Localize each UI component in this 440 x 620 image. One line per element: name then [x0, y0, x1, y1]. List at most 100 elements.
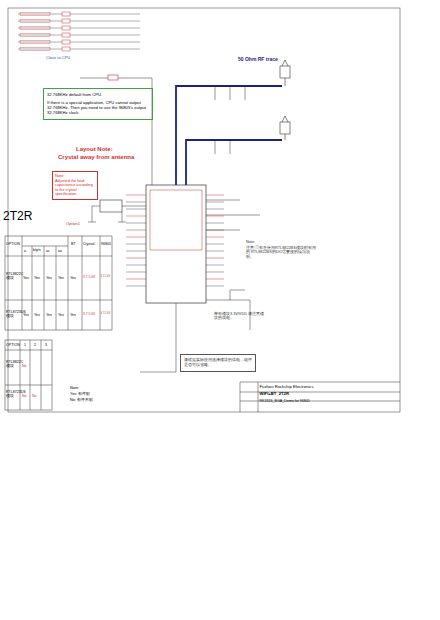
table-cell: b/g/n: [33, 249, 41, 253]
table-cell: BT: [71, 242, 76, 246]
ic-pin: [126, 230, 224, 231]
table-cell: 3.7.5.6V: [101, 313, 111, 316]
table-cell: Yes: [70, 313, 76, 317]
note-text: Close to CPU: [46, 56, 70, 61]
table-cell: Yes: [46, 276, 52, 280]
title-block: Fuzhou Rockchip ElectronicsWIFI+BT_2T2R R…: [259, 383, 399, 408]
resistor-symbol: [62, 47, 70, 51]
resistor-symbol: [62, 19, 70, 23]
antenna-symbol: [282, 60, 288, 86]
section-heading: 2T2R: [3, 210, 32, 224]
table-cell: RTL8723DS 模块: [6, 310, 21, 318]
note-text: Option1: [66, 222, 80, 227]
ic-pin: [126, 258, 224, 259]
note-box: 请根据实际应用选择模块的供电，组件是否可以省略。: [180, 354, 256, 372]
note-text: No: 有件不贴: [70, 398, 93, 402]
note-text: Crystal away from antenna: [58, 154, 134, 161]
net-label-box: [20, 13, 50, 16]
note-text: 带有模块3.3V/VDD 请注意模块的供电。: [214, 312, 264, 321]
ic-pin: [126, 237, 224, 238]
antenna-symbol: [280, 122, 290, 134]
note-text: 注意:只有在使用RTL8822BS模块时有用的 RTL8822BS的DIO需要接…: [246, 246, 318, 259]
note-heading: 32.768KHz default from CPU.: [47, 92, 149, 97]
ic-pin: [126, 223, 224, 224]
table-cell: Crystal: [83, 242, 94, 246]
net-wire: [18, 42, 140, 43]
matching-network: [215, 86, 245, 154]
note-text: Layout Note:: [76, 146, 113, 153]
table-cell: OPTION: [6, 343, 20, 347]
title-text: Fuzhou Rockchip Electronics: [260, 384, 399, 389]
table-cell: ac: [46, 249, 50, 253]
table-cell: Yes: [58, 276, 64, 280]
resistor-symbol: [62, 33, 70, 37]
table-cell: RTL8822C 模块: [6, 272, 21, 280]
table-cell: 3.7.5.6V: [101, 276, 111, 279]
crystal-wires: [88, 206, 146, 222]
table-cell: 2: [34, 343, 36, 347]
table-cell: 3: [45, 343, 47, 347]
note-box: Note:Adjusted the load capacitance accor…: [52, 171, 98, 200]
table-cell: 3.7.5.6V: [83, 276, 95, 280]
table-cell: 1: [24, 343, 26, 347]
ic-pin: [126, 209, 224, 210]
ic-pin: [126, 202, 224, 203]
table-cell: No: [22, 364, 27, 368]
resistor-symbol: [62, 40, 70, 44]
ic-pin: [126, 265, 224, 266]
title-text: RK3326_BGA_Demo for 96805: [260, 399, 399, 403]
net-wire: [18, 14, 140, 15]
ic-pin: [126, 272, 224, 273]
net-wire: [18, 35, 140, 36]
rf-trace: [186, 140, 282, 185]
note-body: 请根据实际应用选择模块的供电，组件是否可以省略。: [184, 358, 252, 368]
net-wire: [18, 28, 140, 29]
net-label-box: [20, 20, 50, 23]
table-cell: RTL8723DS 模块: [6, 390, 19, 398]
resistor-symbol: [108, 75, 118, 80]
table-cell: Yes: [46, 313, 52, 317]
title-block-grid: [240, 382, 400, 412]
ic-pin: [126, 279, 224, 280]
net-wire: [18, 21, 140, 22]
crystal-symbol: [100, 200, 122, 212]
note-text: Note:: [246, 240, 255, 244]
note-text: Note:: [70, 386, 79, 390]
table-cell: 3.7.5.6V: [83, 313, 95, 317]
option-table: [5, 340, 52, 410]
ic-pin: [126, 251, 224, 252]
note-text: 50 Ohm RF trace: [238, 57, 278, 63]
table-cell: OPTION: [6, 242, 21, 246]
ic-pin: [126, 244, 224, 245]
title-text: WIFI+BT_2T2R: [260, 391, 399, 396]
net-label-box: [20, 48, 50, 51]
table-cell: Yes: [34, 276, 40, 280]
note-text: Yes: 有件贴: [70, 392, 90, 396]
resistor-symbol: [62, 26, 70, 30]
table-cell: RTL8822C 模块: [6, 360, 19, 368]
note-box: 32.768KHz default from CPU. If there is a…: [43, 88, 153, 120]
ic-sub-block: [150, 190, 202, 250]
signal-wires: [140, 303, 176, 372]
rf-trace: [176, 86, 282, 185]
antenna-symbol: [280, 66, 290, 78]
net-label-box: [20, 34, 50, 37]
table-cell: No: [32, 394, 37, 398]
sheet-frame: [8, 8, 400, 412]
antenna-symbol: [282, 116, 288, 140]
net-label-box: [20, 41, 50, 44]
table-cell: Yes: [70, 276, 76, 280]
table-cell: No: [22, 394, 27, 398]
ic-pin: [126, 286, 224, 287]
net-wire: [18, 49, 140, 50]
note-body: Adjusted the load capacitance according …: [55, 179, 95, 197]
table-cell: Yes: [58, 313, 64, 317]
ic-pin: [126, 195, 224, 196]
ic-pin: [126, 216, 224, 217]
ic-package: [146, 185, 206, 303]
table-cell: 96805: [101, 242, 111, 246]
net-label-box: [20, 27, 50, 30]
table-cell: ax: [58, 249, 62, 253]
table-cell: Yes: [23, 313, 29, 317]
note-body: If there is a special application, CPU c…: [47, 100, 149, 115]
